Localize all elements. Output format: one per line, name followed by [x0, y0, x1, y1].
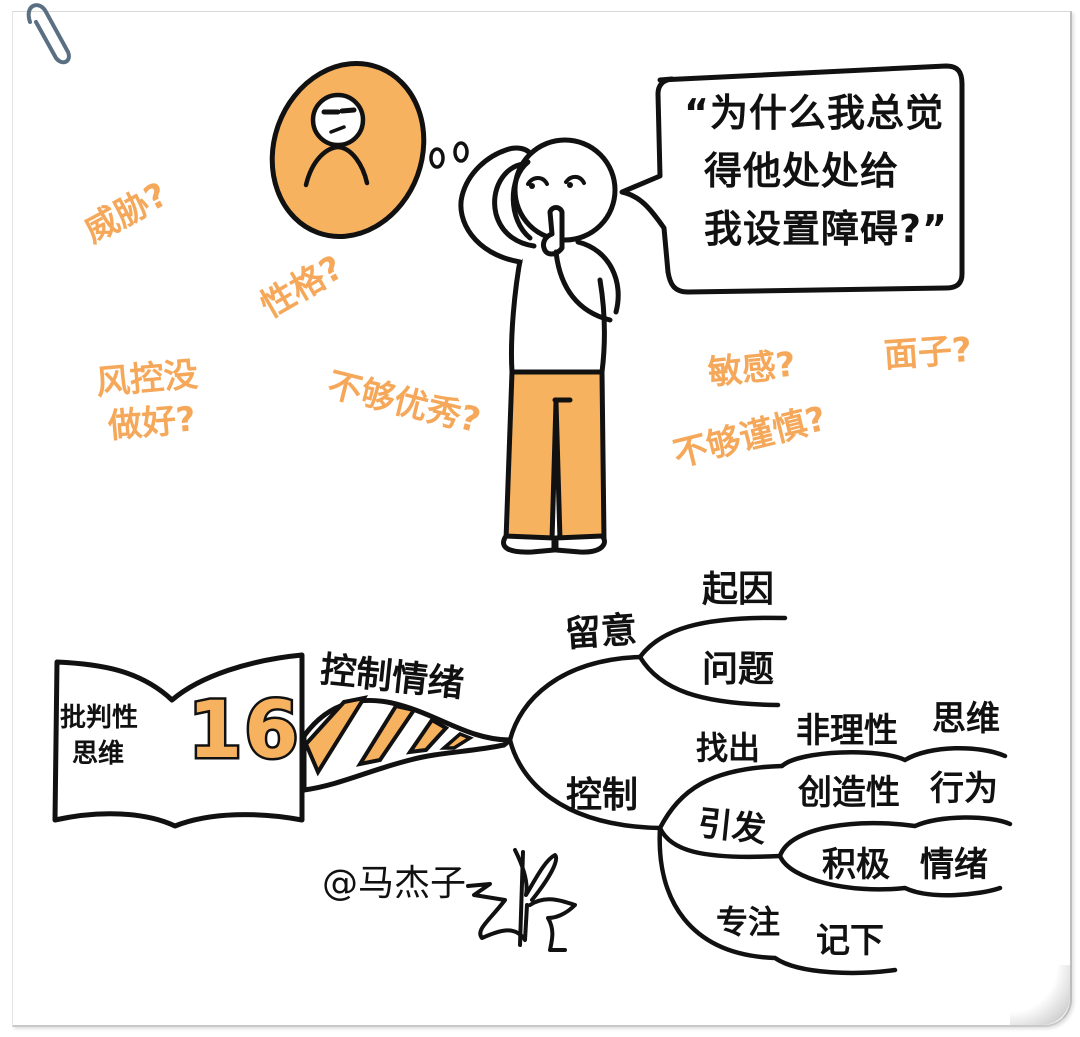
question-risk-control-2: 做好?	[106, 399, 198, 447]
thinking-person-icon	[458, 137, 621, 555]
ribbon-icon	[301, 695, 513, 793]
signature-flourish-icon	[466, 848, 577, 952]
node-positive: 积极	[822, 845, 890, 885]
chapter-number: 16	[186, 686, 302, 776]
book-title-line-1: 批判性	[60, 703, 139, 733]
leaf-behavior: 行为	[930, 769, 998, 809]
leaf-problem: 问题	[702, 649, 775, 690]
thought-dot-1	[429, 147, 445, 169]
leaf-write-down: 记下	[816, 921, 884, 961]
speech-bubble-text: “为什么我总觉 得他处处给 我设置障碍?”	[684, 84, 974, 258]
speech-line-1: “为什么我总觉	[684, 91, 944, 135]
question-risk-control-1: 风控没	[94, 354, 200, 404]
book-title-line-2: 思维	[72, 739, 125, 769]
author-signature: @马杰子	[322, 863, 467, 904]
speech-line-2: 得他处处给	[704, 149, 900, 193]
node-creative: 创造性	[798, 773, 900, 813]
book-title: 批判性 思维	[60, 700, 138, 772]
leaf-emotion: 情绪	[920, 845, 988, 885]
question-face: 面子?	[882, 329, 974, 377]
node-trigger: 引发	[696, 803, 768, 851]
node-focus: 专注	[716, 903, 781, 941]
thought-dot-2	[453, 141, 469, 163]
branch-notice: 留意	[563, 609, 639, 656]
leaf-cause: 起因	[702, 569, 775, 610]
node-irrational: 非理性	[796, 711, 898, 751]
grumpy-person-icon	[303, 92, 370, 188]
thought-bubble	[269, 61, 469, 239]
leaf-thinking: 思维	[932, 699, 1000, 739]
node-find-out: 找出	[696, 729, 761, 767]
question-sensitive: 敏感?	[706, 344, 798, 394]
mindmap-lines	[507, 615, 1013, 976]
paperclip-icon	[26, 3, 71, 65]
book-icon	[52, 652, 305, 829]
speech-line-3: 我设置障碍?”	[704, 207, 949, 251]
branch-control: 控制	[566, 775, 639, 816]
speech-bubble	[619, 63, 965, 295]
